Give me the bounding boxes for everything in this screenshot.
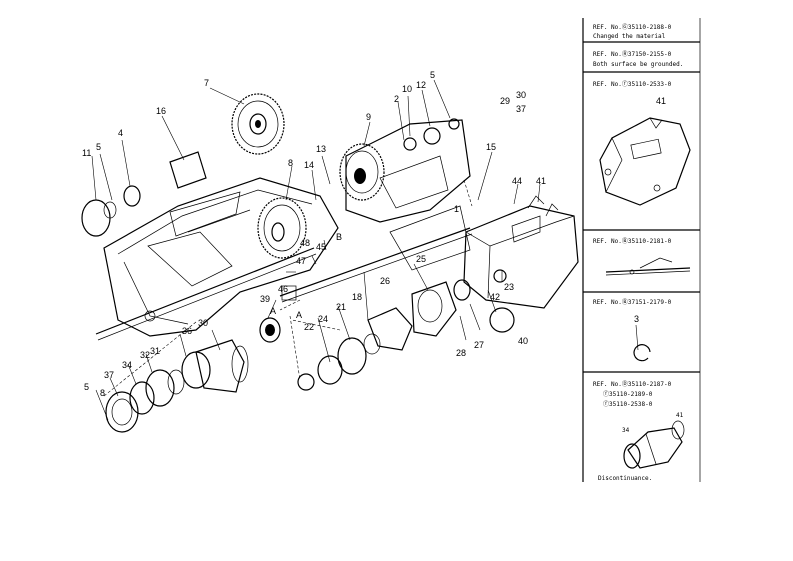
lower-parts-row (105, 317, 281, 433)
callout-37-lower: 37 (104, 370, 114, 380)
callout-36: 36 (182, 326, 192, 336)
callout-26: 26 (380, 276, 390, 286)
callout-29: 29 (500, 96, 510, 106)
callout-A-right: A (270, 306, 276, 316)
callout-labels: 7 16 11 5 4 8 13 14 9 2 10 12 5 29 30 37… (82, 70, 546, 398)
leader-lines (91, 79, 541, 421)
ref-6-part-b: 41 (676, 412, 684, 419)
callout-18: 18 (352, 292, 362, 302)
callout-21: 21 (336, 302, 346, 312)
callout-2: 2 (394, 94, 399, 104)
callout-9: 9 (366, 112, 371, 122)
callout-41: 41 (536, 176, 546, 186)
callout-16: 16 (156, 106, 166, 116)
transmission-case (95, 177, 339, 341)
callout-5-top: 5 (430, 70, 435, 80)
ref-5-part-label: 3 (634, 314, 639, 324)
ref-6-number: REF. No.Ⓓ35110-2187-0 (593, 380, 672, 388)
reference-panel: REF. No.Ⓖ35110-2188-0 Changed the materi… (582, 18, 701, 482)
ref-6-number-3: ⓕ35110-2538-0 (603, 400, 653, 408)
ref-1-number: REF. No.Ⓖ35110-2188-0 (593, 23, 672, 31)
callout-25: 25 (416, 254, 426, 264)
gear-8 (257, 197, 307, 259)
ref-5-number: REF. No.Ⓑ37151-2179-0 (593, 298, 672, 306)
callout-4: 4 (118, 128, 123, 138)
callout-30-lower: 30 (198, 318, 208, 328)
gear-7 (231, 93, 285, 155)
callout-31: 31 (150, 346, 160, 356)
callout-5-lower: 5 (84, 382, 89, 392)
callout-10: 10 (402, 84, 412, 94)
ref-1-note: Changed the material (593, 33, 666, 40)
callout-30: 30 (516, 90, 526, 100)
callout-5-left: 5 (96, 142, 101, 152)
callout-46: 46 (278, 284, 288, 294)
callout-45: 45 (316, 242, 326, 252)
callout-12: 12 (416, 80, 426, 90)
callout-7: 7 (204, 78, 209, 88)
shaft-illustration (605, 257, 691, 276)
ref-6-part-a: 34 (622, 427, 630, 434)
ref-6-number-2: ⓕ35110-2189-0 (603, 390, 653, 398)
snap-ring-illustration (633, 344, 651, 362)
callout-15: 15 (486, 142, 496, 152)
callout-23: 23 (504, 282, 514, 292)
cover-44 (463, 195, 579, 309)
callout-37-top: 37 (516, 104, 526, 114)
callout-40: 40 (518, 336, 528, 346)
ref-3-part-label: 41 (656, 96, 666, 106)
callout-39: 39 (260, 294, 270, 304)
callout-32: 32 (140, 350, 150, 360)
callout-27: 27 (474, 340, 484, 350)
callout-14: 14 (304, 160, 314, 170)
callout-42: 42 (490, 292, 500, 302)
callout-11: 11 (82, 148, 91, 158)
callout-47: 47 (296, 256, 306, 266)
ref-4-number: REF. No.Ⓑ35110-2181-0 (593, 237, 672, 245)
assembly-illustration (623, 420, 685, 469)
ref-2-number: REF. No.Ⓡ37150-2155-0 (593, 50, 672, 58)
callout-1: 1 (454, 204, 459, 214)
callout-28: 28 (456, 348, 466, 358)
shaft-assembly (279, 205, 473, 303)
ref-3-number: REF. No.ⓕ35110-2533-0 (593, 80, 672, 88)
callout-44: 44 (512, 176, 522, 186)
callout-8-lower: 8 (100, 388, 105, 398)
ref-6-note: Discontinuance. (598, 475, 652, 482)
callout-22: 22 (304, 322, 314, 332)
ref-2-note: Both surface be grounded. (593, 61, 683, 68)
callout-48: 48 (300, 238, 310, 248)
callout-13: 13 (316, 144, 326, 154)
cover-41-illustration (599, 117, 691, 206)
callout-A-left: A (296, 310, 302, 320)
callout-24: 24 (318, 314, 328, 324)
upper-housing (345, 118, 471, 223)
callout-34: 34 (122, 360, 132, 370)
callout-B: B (336, 232, 342, 242)
callout-8: 8 (288, 158, 293, 168)
